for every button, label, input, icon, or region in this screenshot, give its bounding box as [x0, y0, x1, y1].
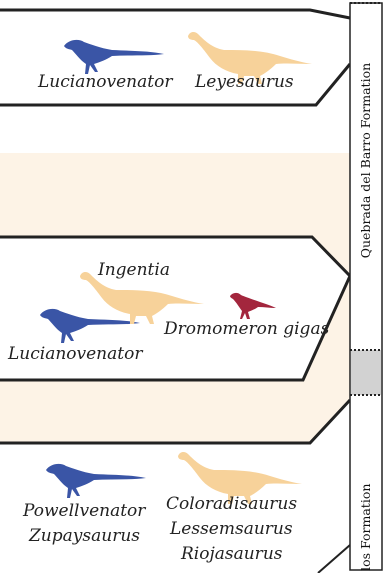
taxon-label: Ingentia	[98, 262, 170, 279]
taxon-label: Riojasaurus	[181, 546, 283, 563]
taxon-label: Leyesaurus	[195, 74, 294, 91]
taxon-label: Powellvenator	[23, 503, 145, 520]
taxon-label: Lucianovenator	[8, 346, 142, 363]
taxon-label: Coloradisaurus	[166, 496, 297, 513]
formation-label-lower: los Formation	[360, 482, 373, 572]
taxon-label: Zupaysaurus	[29, 528, 140, 545]
column-gap	[351, 350, 381, 395]
taxon-label: Dromomeron gigas	[164, 321, 329, 338]
formation-label-upper: Quebrada del Barro Formation	[360, 78, 373, 258]
taxon-label: Lucianovenator	[38, 74, 172, 91]
taxon-label: Lessemsaurus	[170, 521, 293, 538]
